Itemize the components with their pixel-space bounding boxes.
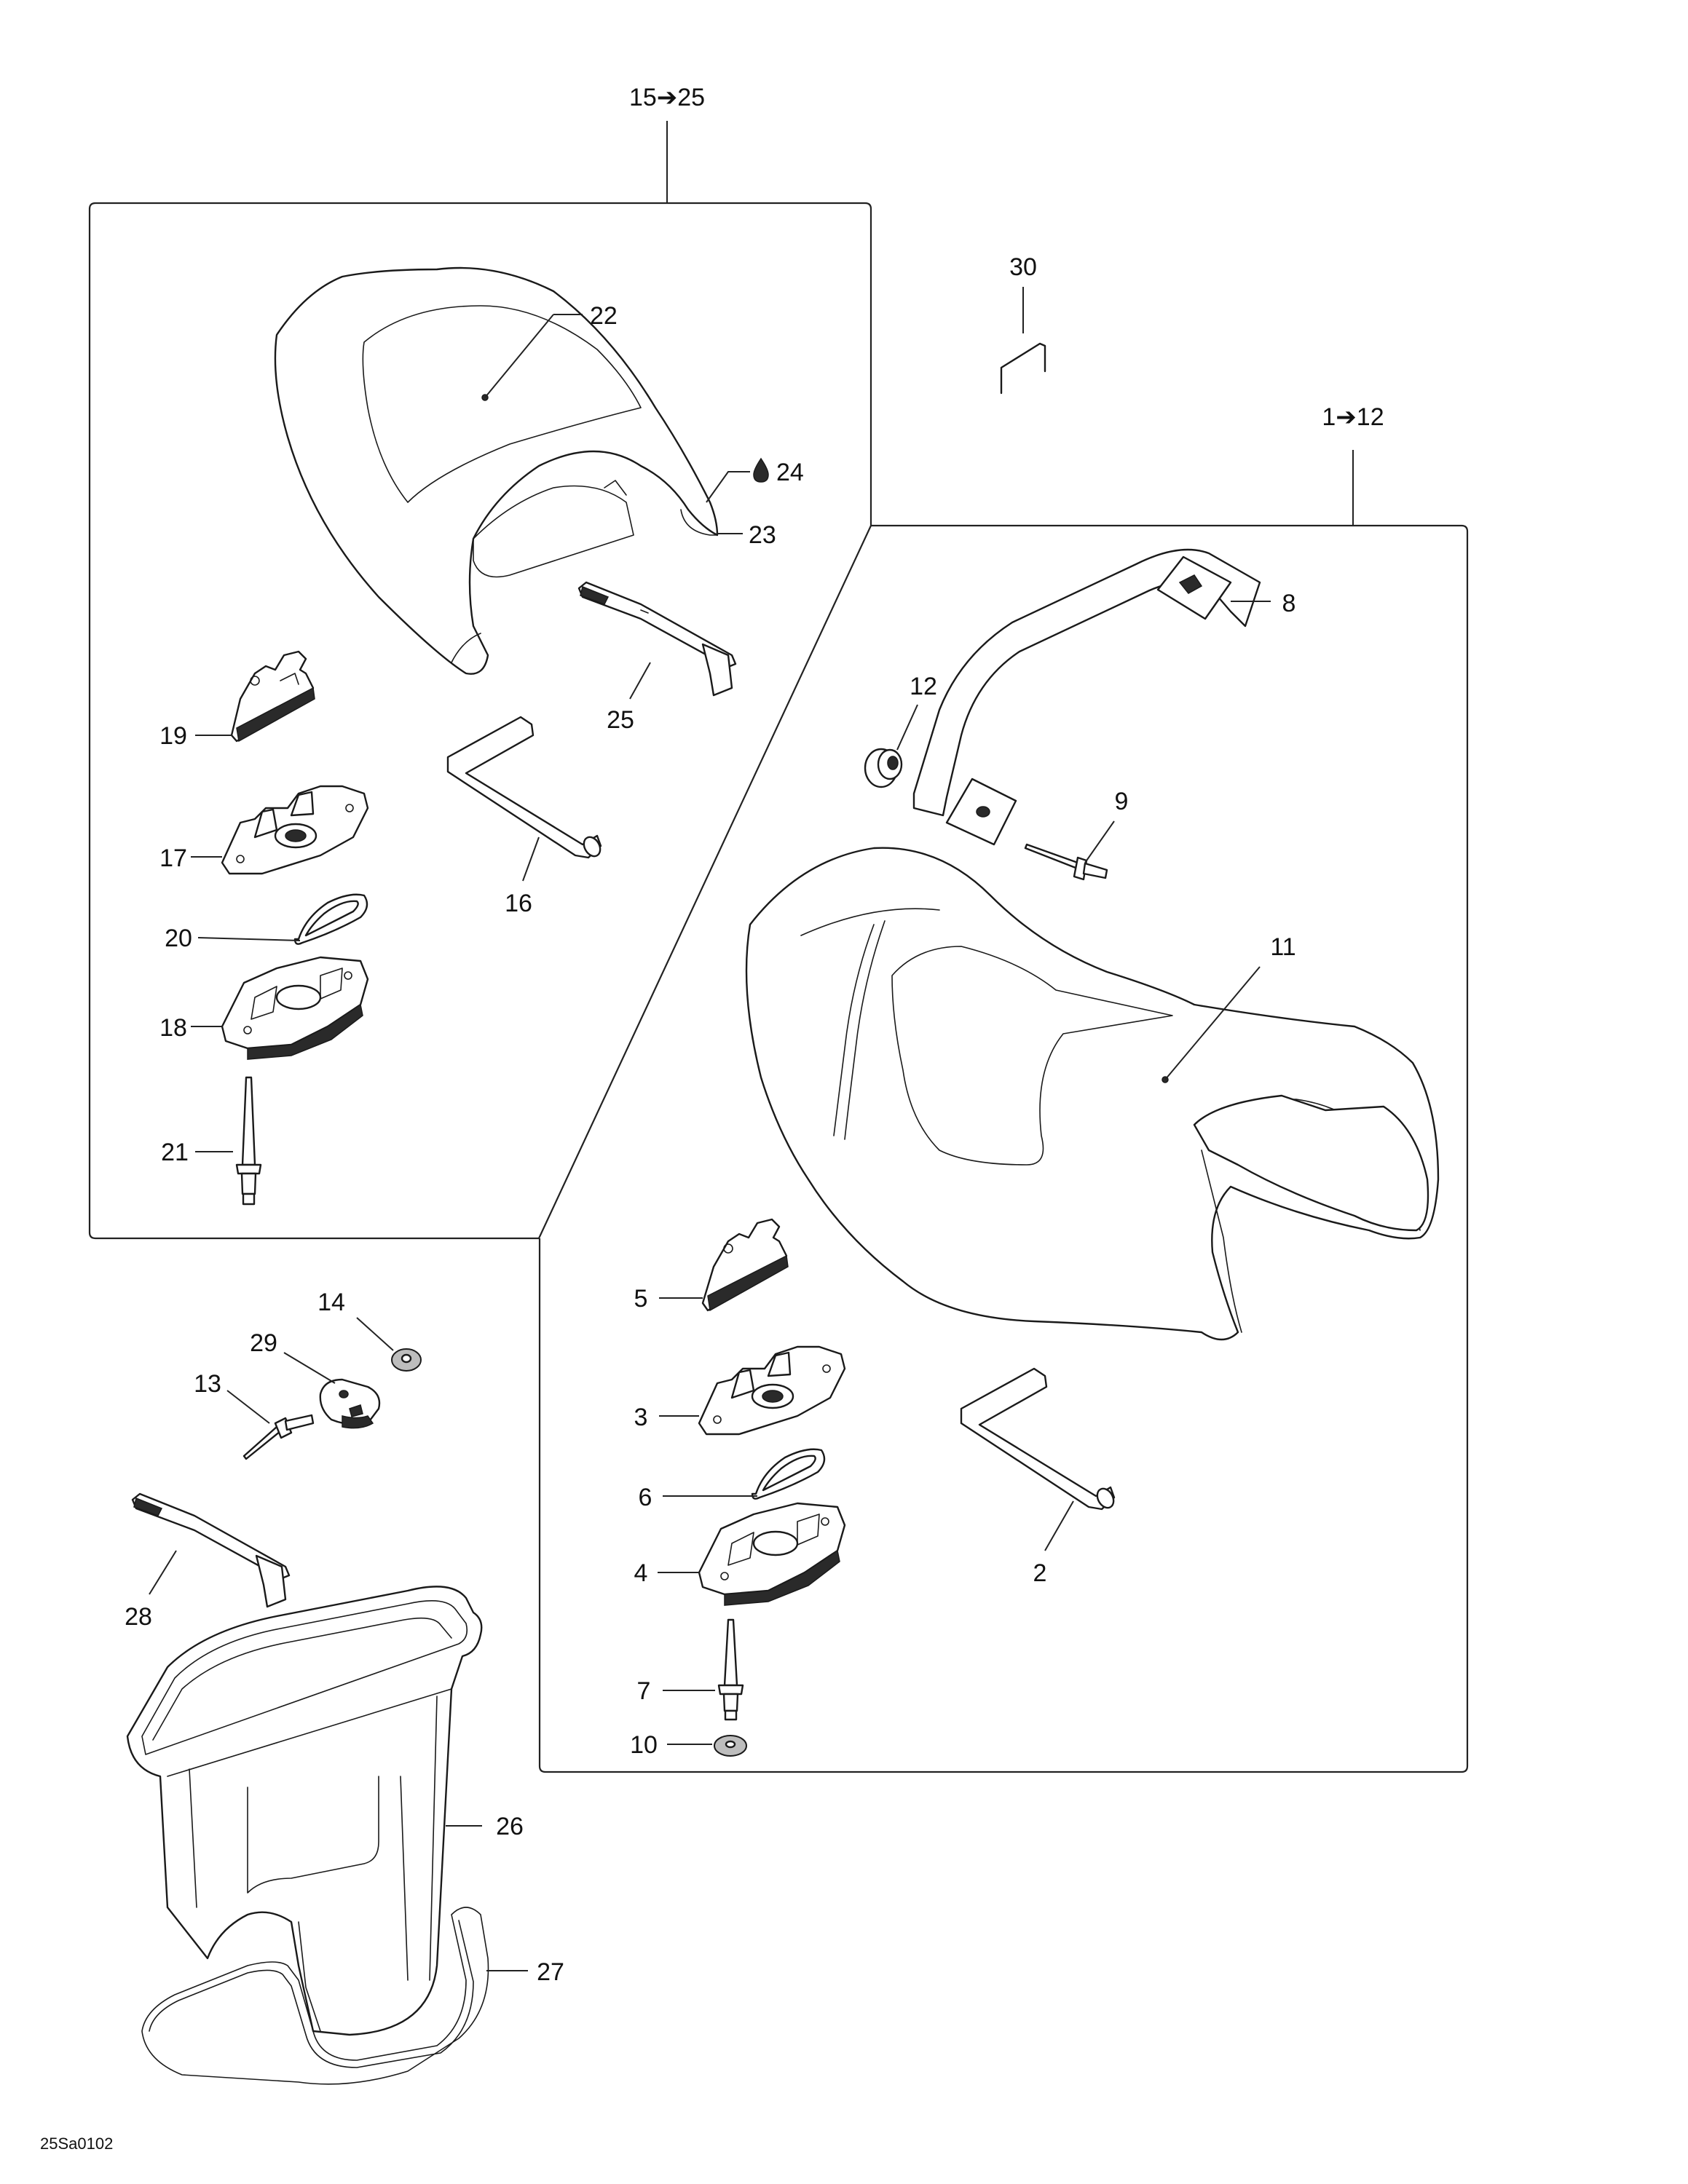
callout-4: 4	[634, 1559, 648, 1587]
cable-loop-part-6	[751, 1448, 826, 1500]
hex-key-part-2	[960, 1367, 1116, 1511]
callout-25: 25	[607, 706, 634, 734]
callout-23: 23	[749, 521, 776, 549]
callout-7: 7	[637, 1677, 651, 1705]
strap-part-25	[577, 581, 737, 697]
callout-19: 19	[159, 722, 187, 750]
latch-part-19	[230, 650, 315, 743]
leader-22	[484, 314, 554, 398]
base-part-18	[221, 956, 369, 1060]
callout-21: 21	[161, 1139, 189, 1166]
rear-seat-group-label: 15➔25	[629, 84, 705, 111]
callout-26: 26	[496, 1813, 524, 1840]
drop-icon	[753, 457, 769, 483]
storage-bin-part-26	[126, 1586, 483, 2036]
callout-24: 24	[776, 459, 804, 486]
cable-loop-part-20	[293, 893, 368, 945]
leader-25	[629, 662, 651, 700]
leader-20	[197, 937, 301, 941]
plate-part-17	[221, 785, 369, 875]
callout-2: 2	[1033, 1559, 1047, 1587]
callout-17: 17	[159, 844, 187, 872]
callout-6: 6	[639, 1484, 652, 1511]
strap-part-28	[131, 1492, 291, 1608]
callout-9: 9	[1115, 788, 1129, 815]
grommet-part-12	[864, 748, 903, 788]
leader-12	[896, 704, 918, 751]
part-30-label: 30	[1009, 253, 1037, 281]
front-seat-group-frame	[538, 524, 1469, 1773]
leader-2	[1044, 1500, 1074, 1551]
leader-9	[1084, 820, 1115, 863]
drawing-code: 25Sa0102	[40, 2134, 113, 2153]
callout-20: 20	[165, 925, 192, 952]
callout-22: 22	[590, 302, 618, 330]
screw-part-9	[1024, 843, 1108, 881]
callout-11: 11	[1270, 933, 1295, 961]
callout-12: 12	[910, 673, 937, 700]
callout-10: 10	[630, 1731, 658, 1759]
screw-part-13	[242, 1414, 315, 1460]
cap-part-29	[319, 1378, 381, 1429]
callout-5: 5	[634, 1285, 648, 1313]
leader-24	[706, 471, 750, 503]
callout-28: 28	[125, 1603, 152, 1631]
front-seat-group-label: 1➔12	[1322, 403, 1384, 431]
latch-part-5	[701, 1218, 789, 1312]
leader-29	[283, 1352, 336, 1384]
callout-29: 29	[250, 1329, 277, 1357]
rivet-part-21	[235, 1076, 262, 1206]
washer-part-14	[391, 1348, 422, 1372]
callout-13: 13	[194, 1370, 221, 1398]
rivet-part-7	[717, 1618, 744, 1721]
leader-28	[149, 1550, 177, 1595]
front-seat-part-11	[745, 847, 1440, 1341]
leader-14	[356, 1317, 394, 1351]
leader-16	[522, 836, 540, 882]
plate-part-3	[698, 1345, 846, 1436]
callout-18: 18	[159, 1014, 187, 1042]
gasket-part-27	[141, 1907, 489, 2085]
base-part-4	[698, 1502, 846, 1606]
rear-seat-group-frame	[88, 202, 872, 1240]
callout-14: 14	[318, 1289, 345, 1316]
leader-11	[1164, 966, 1261, 1080]
leader-13	[226, 1390, 270, 1424]
callout-27: 27	[537, 1958, 564, 1986]
callout-8: 8	[1282, 590, 1296, 617]
hex-key-part-16	[446, 716, 602, 859]
part-30-staple	[1000, 342, 1046, 395]
callout-16: 16	[505, 890, 532, 917]
washer-part-10	[714, 1735, 747, 1757]
grab-handle-part-8	[912, 548, 1261, 846]
callout-3: 3	[634, 1404, 648, 1431]
